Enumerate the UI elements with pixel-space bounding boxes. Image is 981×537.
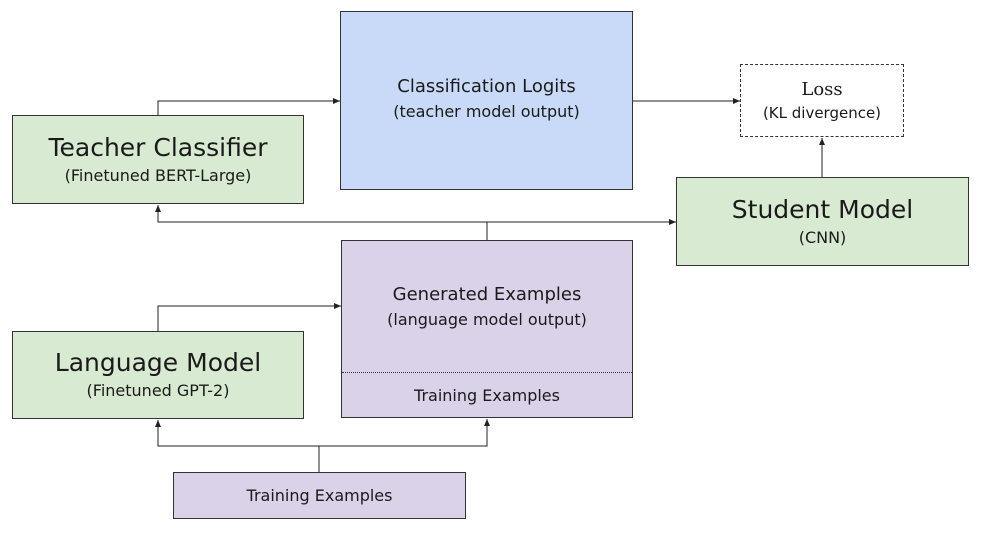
teacher-classifier-subtitle: (Finetuned BERT-Large) (64, 165, 252, 185)
section-divider (342, 372, 632, 373)
arrow-training-to-generated (319, 419, 490, 447)
loss-node: Loss (KL divergence) (740, 64, 904, 137)
arrow-training-to-langmodel (155, 420, 319, 447)
included-training-examples-section: Training Examples (342, 373, 632, 418)
arrow-teacher-to-logits (157, 98, 340, 115)
generated-examples-node: Generated Examples (language model outpu… (341, 240, 633, 418)
training-examples-label: Training Examples (246, 485, 393, 505)
teacher-classifier-node: Teacher Classifier (Finetuned BERT-Large… (12, 115, 304, 204)
language-model-node: Language Model (Finetuned GPT-2) (12, 331, 304, 419)
generated-examples-subtitle: (language model output) (387, 309, 587, 329)
included-training-examples-label: Training Examples (414, 385, 560, 405)
classification-logits-title: Classification Logits (397, 75, 576, 97)
student-model-title: Student Model (731, 194, 914, 224)
loss-title: Loss (801, 78, 843, 100)
language-model-title: Language Model (54, 348, 262, 377)
language-model-subtitle: (Finetuned GPT-2) (86, 381, 230, 400)
generated-examples-section: Generated Examples (language model outpu… (342, 241, 632, 372)
teacher-classifier-title: Teacher Classifier (48, 132, 268, 162)
classification-logits-subtitle: (teacher model output) (393, 101, 580, 121)
training-examples-node: Training Examples (173, 472, 466, 519)
generated-examples-title: Generated Examples (392, 283, 582, 305)
arrow-generated-to-teacher (155, 205, 487, 223)
classification-logits-node: Classification Logits (teacher model out… (340, 11, 633, 190)
loss-subtitle: (KL divergence) (762, 103, 882, 122)
arrow-langmodel-to-generated (157, 303, 341, 331)
student-model-subtitle: (CNN) (798, 227, 847, 247)
student-model-node: Student Model (CNN) (676, 177, 969, 266)
